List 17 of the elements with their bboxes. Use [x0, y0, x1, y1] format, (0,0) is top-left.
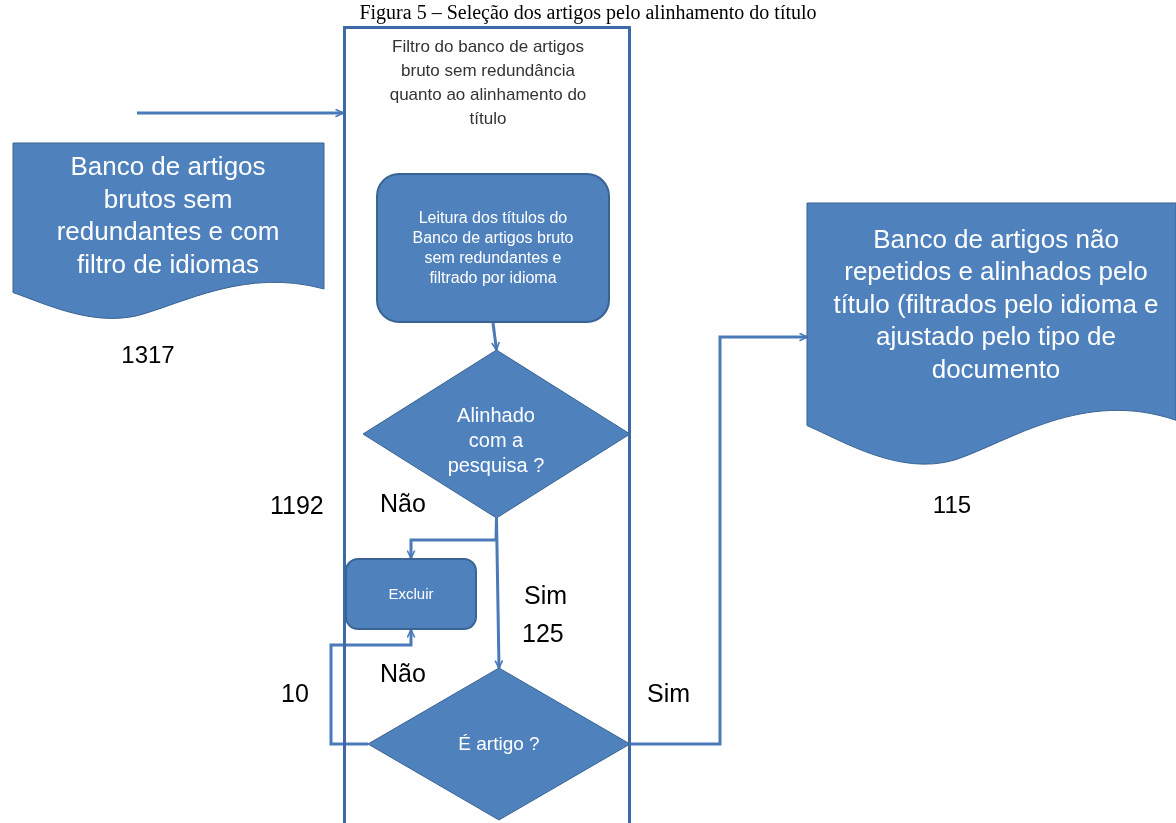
figure-title: Figura 5 – Seleção dos artigos pelo alinhamento do título	[358, 0, 818, 24]
count-label: 1192	[270, 490, 324, 520]
process-box	[376, 173, 610, 323]
decision-diamond	[363, 350, 630, 518]
document-text: Banco de artigos não repetidos e alinhados pelo título (filtrados pelo idioma e ajustado pelo tipo de documento	[832, 222, 1160, 386]
document-text: Banco de artigos brutos sem redundantes e com filtro de idiomas	[55, 150, 281, 281]
count-label: 115	[931, 491, 973, 519]
count-label: 125	[522, 618, 564, 648]
count-label: 10	[281, 678, 309, 708]
decision-text: Alinhado com a pesquisa ?	[446, 402, 546, 478]
decision-text: É artigo ?	[457, 732, 541, 757]
process-box	[345, 558, 477, 630]
process-text: Excluir	[387, 583, 435, 604]
lane-title: Filtro do banco de artigos bruto sem redundância quanto ao alinhamento do título	[388, 36, 588, 130]
swimlane	[343, 26, 631, 823]
process-text: Leitura dos títulos do Banco de artigos bruto sem redundantes e filtrado por idioma	[411, 208, 575, 288]
count-label: 1317	[120, 341, 176, 369]
